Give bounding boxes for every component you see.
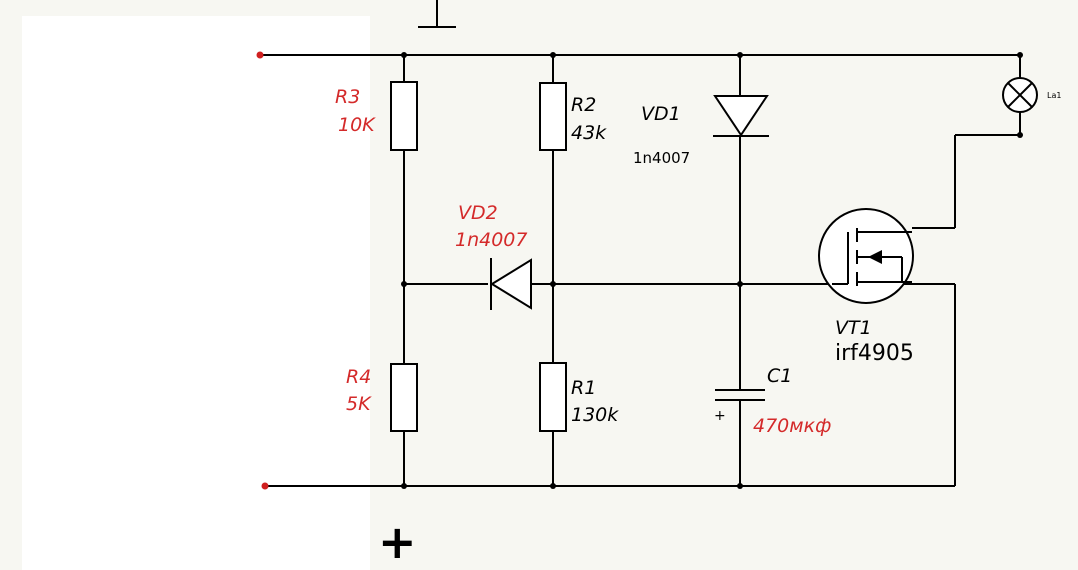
r3-value-label: 10K [338,114,376,136]
c1-polarity-mark: + [714,408,726,424]
c1-name-label: C1 [767,365,792,387]
c1-value-label: 470мкф [753,415,831,437]
ground-symbol [418,0,456,28]
r3-name-label: R3 [335,86,360,108]
r2-value-label: 43k [571,122,607,144]
drain-wire [912,134,1020,229]
bottom-terminal [261,482,269,490]
mosfet-vt1 [818,208,914,304]
diode-vd2 [490,258,532,310]
diode-vd1 [713,95,769,137]
vd2-name-label: VD2 [458,202,498,224]
resistor-r1 [539,362,567,432]
r4-value-label: 5K [346,393,372,415]
capacitor-c1 [715,389,765,401]
lamp-la1 [1002,77,1038,135]
r1-value-label: 130k [571,404,619,426]
vt1-part-label: irf4905 [835,341,914,366]
vt1-name-label: VT1 [835,317,872,339]
vd1-name-label: VD1 [641,103,681,125]
vd2-part-label: 1n4007 [455,229,527,251]
resistor-r2 [539,82,567,151]
middle-node-wire [404,283,956,486]
r2-name-label: R2 [571,94,596,116]
top-terminal [256,51,264,59]
resistor-r4 [390,363,418,432]
r1-name-label: R1 [571,377,596,399]
vd1-part-label: 1n4007 [633,149,690,167]
r4-name-label: R4 [346,366,371,388]
bottom-polarity-plus: + [378,515,417,569]
top-rail-wire [260,54,1021,78]
lamp-name-label: La1 [1047,91,1061,100]
resistor-r3 [390,81,418,151]
white-background-panel [22,16,370,570]
junction-dots [401,52,1023,489]
